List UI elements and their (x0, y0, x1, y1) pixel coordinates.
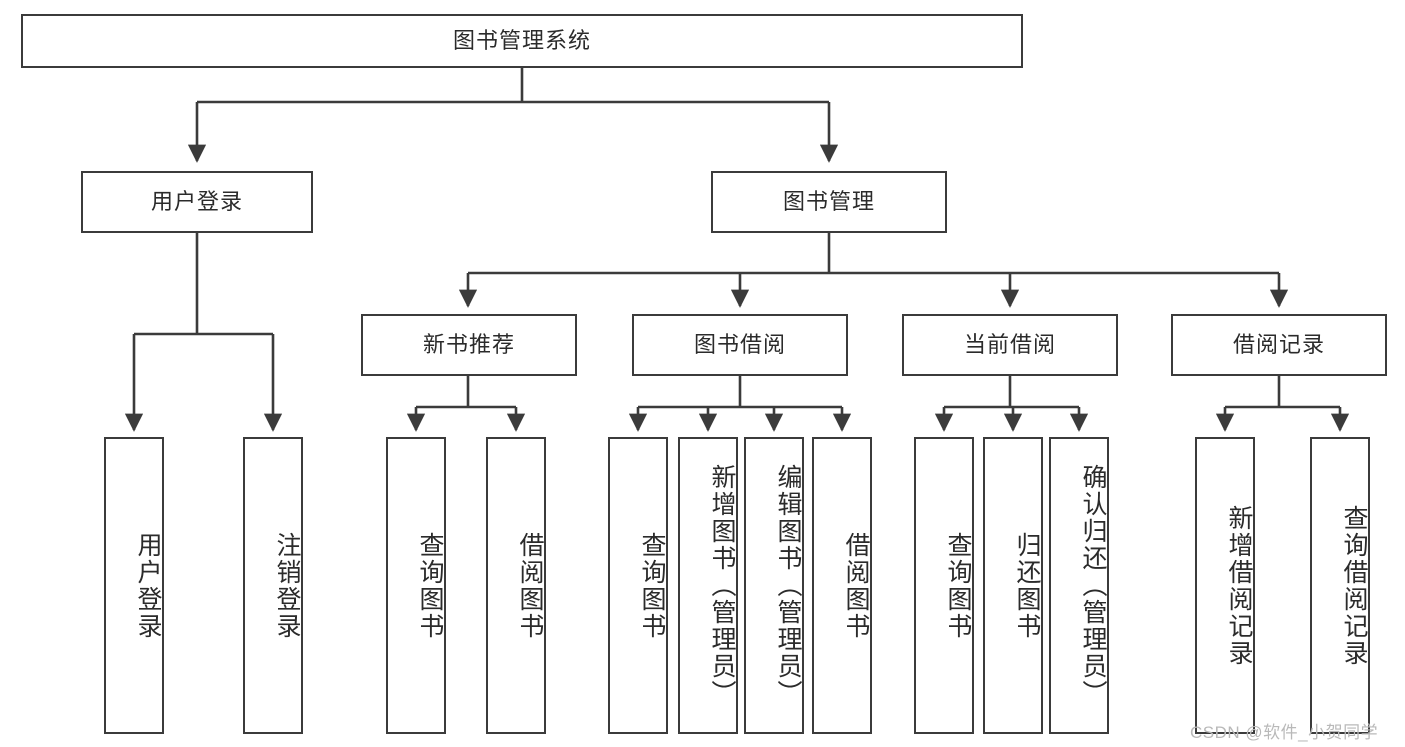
node-new-book-rec[interactable]: 新书推荐 (361, 314, 577, 376)
leaf-borrow-borrow-book[interactable]: 借阅图书 (812, 437, 872, 734)
leaf-rec-add-record[interactable]: 新增借阅记录 (1195, 437, 1255, 734)
leaf-borrow-edit-book[interactable]: 编辑图书（管理员） (744, 437, 804, 734)
node-user-login[interactable]: 用户登录 (81, 171, 313, 233)
node-book-borrow[interactable]: 图书借阅 (632, 314, 848, 376)
node-borrow-record-label: 借阅记录 (1232, 331, 1325, 357)
leaf-borrow-edit-book-label: 编辑图书（管理员） (774, 464, 802, 707)
leaf-borrow-add-book-label: 新增图书（管理员） (708, 464, 736, 707)
node-book-manage[interactable]: 图书管理 (711, 171, 947, 233)
node-borrow-record[interactable]: 借阅记录 (1171, 314, 1387, 376)
leaf-cur-query-book-label: 查询图书 (944, 531, 972, 640)
leaf-user-logout[interactable]: 注销登录 (243, 437, 303, 734)
node-user-login-label: 用户登录 (150, 188, 243, 214)
leaf-rec-query-record-label: 查询借阅记录 (1340, 504, 1368, 667)
node-root-label: 图书管理系统 (452, 27, 591, 53)
node-root[interactable]: 图书管理系统 (21, 14, 1023, 68)
leaf-borrow-borrow-book-label: 借阅图书 (842, 531, 870, 640)
node-current-borrow[interactable]: 当前借阅 (902, 314, 1118, 376)
leaf-borrow-query-book-label: 查询图书 (638, 531, 666, 640)
leaf-borrow-add-book[interactable]: 新增图书（管理员） (678, 437, 738, 734)
node-current-borrow-label: 当前借阅 (963, 331, 1056, 357)
leaf-cur-confirm-return-label: 确认归还（管理员） (1079, 464, 1107, 707)
leaf-cur-confirm-return[interactable]: 确认归还（管理员） (1049, 437, 1109, 734)
watermark: CSDN @软件_小贺同学 (1190, 723, 1379, 742)
leaf-cur-return-book-label: 归还图书 (1013, 531, 1041, 640)
leaf-rec-query-book-label: 查询图书 (416, 531, 444, 640)
leaf-rec-query-record[interactable]: 查询借阅记录 (1310, 437, 1370, 734)
leaf-rec-query-book[interactable]: 查询图书 (386, 437, 446, 734)
leaf-cur-query-book[interactable]: 查询图书 (914, 437, 974, 734)
leaf-user-login[interactable]: 用户登录 (104, 437, 164, 734)
leaf-rec-borrow-book-label: 借阅图书 (516, 531, 544, 640)
leaf-rec-borrow-book[interactable]: 借阅图书 (486, 437, 546, 734)
leaf-user-logout-label: 注销登录 (273, 531, 301, 640)
leaf-rec-add-record-label: 新增借阅记录 (1225, 504, 1253, 667)
node-book-manage-label: 图书管理 (782, 188, 875, 214)
node-new-book-rec-label: 新书推荐 (422, 331, 515, 357)
leaf-borrow-query-book[interactable]: 查询图书 (608, 437, 668, 734)
leaf-user-login-label: 用户登录 (134, 531, 162, 640)
node-book-borrow-label: 图书借阅 (693, 331, 786, 357)
leaf-cur-return-book[interactable]: 归还图书 (983, 437, 1043, 734)
